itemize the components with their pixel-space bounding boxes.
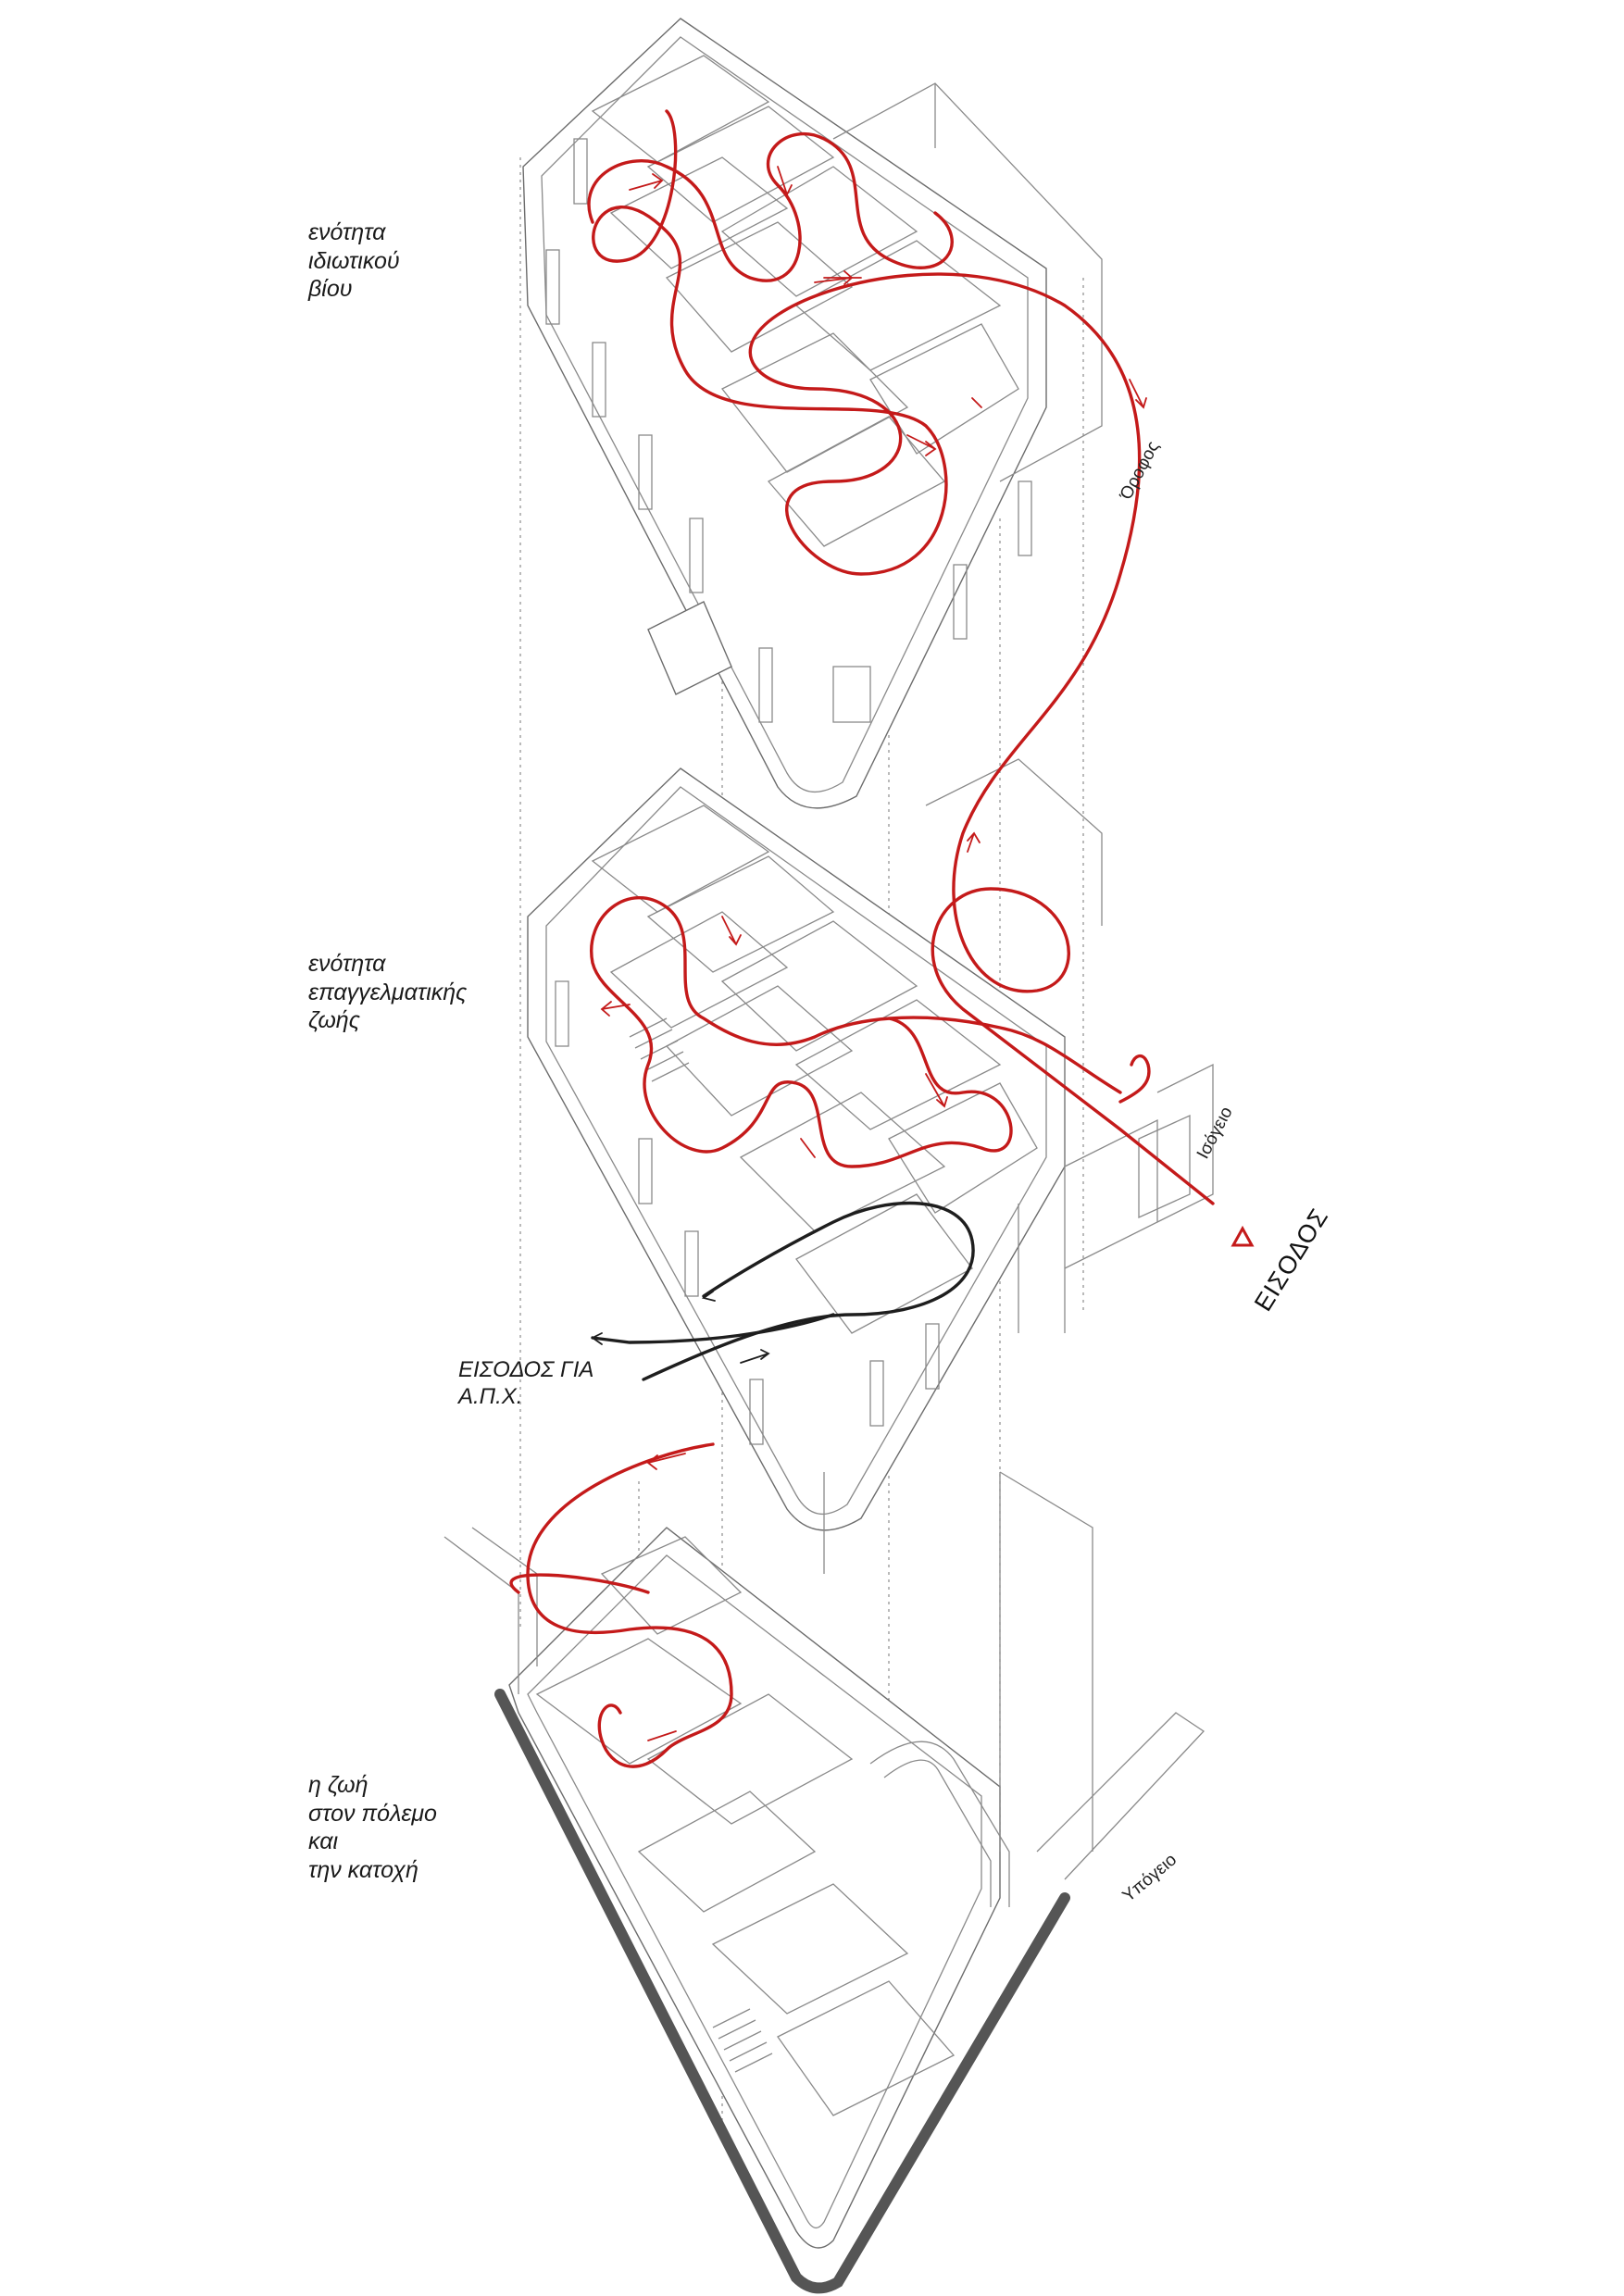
ground-floor-plan (527, 758, 1214, 1531)
upper-floor-plan (522, 18, 1103, 809)
zone-label-professional: ενότητα επαγγελματικής ζωής (308, 951, 468, 1033)
apx-entrance-label: ΕΙΣΟΔΟΣ ΓΙΑ Α.Π.Χ. (458, 1357, 594, 1410)
main-circulation-path (587, 109, 1215, 1205)
zone-label-war: η ζωή στον πόλεμο και την κατοχή (308, 1772, 437, 1883)
apx-circulation-path (591, 1201, 975, 1381)
basement-plan (443, 1471, 1205, 2294)
red-direction-arrows (600, 166, 1147, 1741)
basement-stair (712, 2008, 773, 2073)
entrance-marker-icon (1230, 1225, 1255, 1247)
stair (629, 1017, 690, 1082)
zone-label-private: ενότητα ιδιωτικού βίου (308, 219, 400, 302)
basement-circulation-path (509, 1442, 733, 1768)
